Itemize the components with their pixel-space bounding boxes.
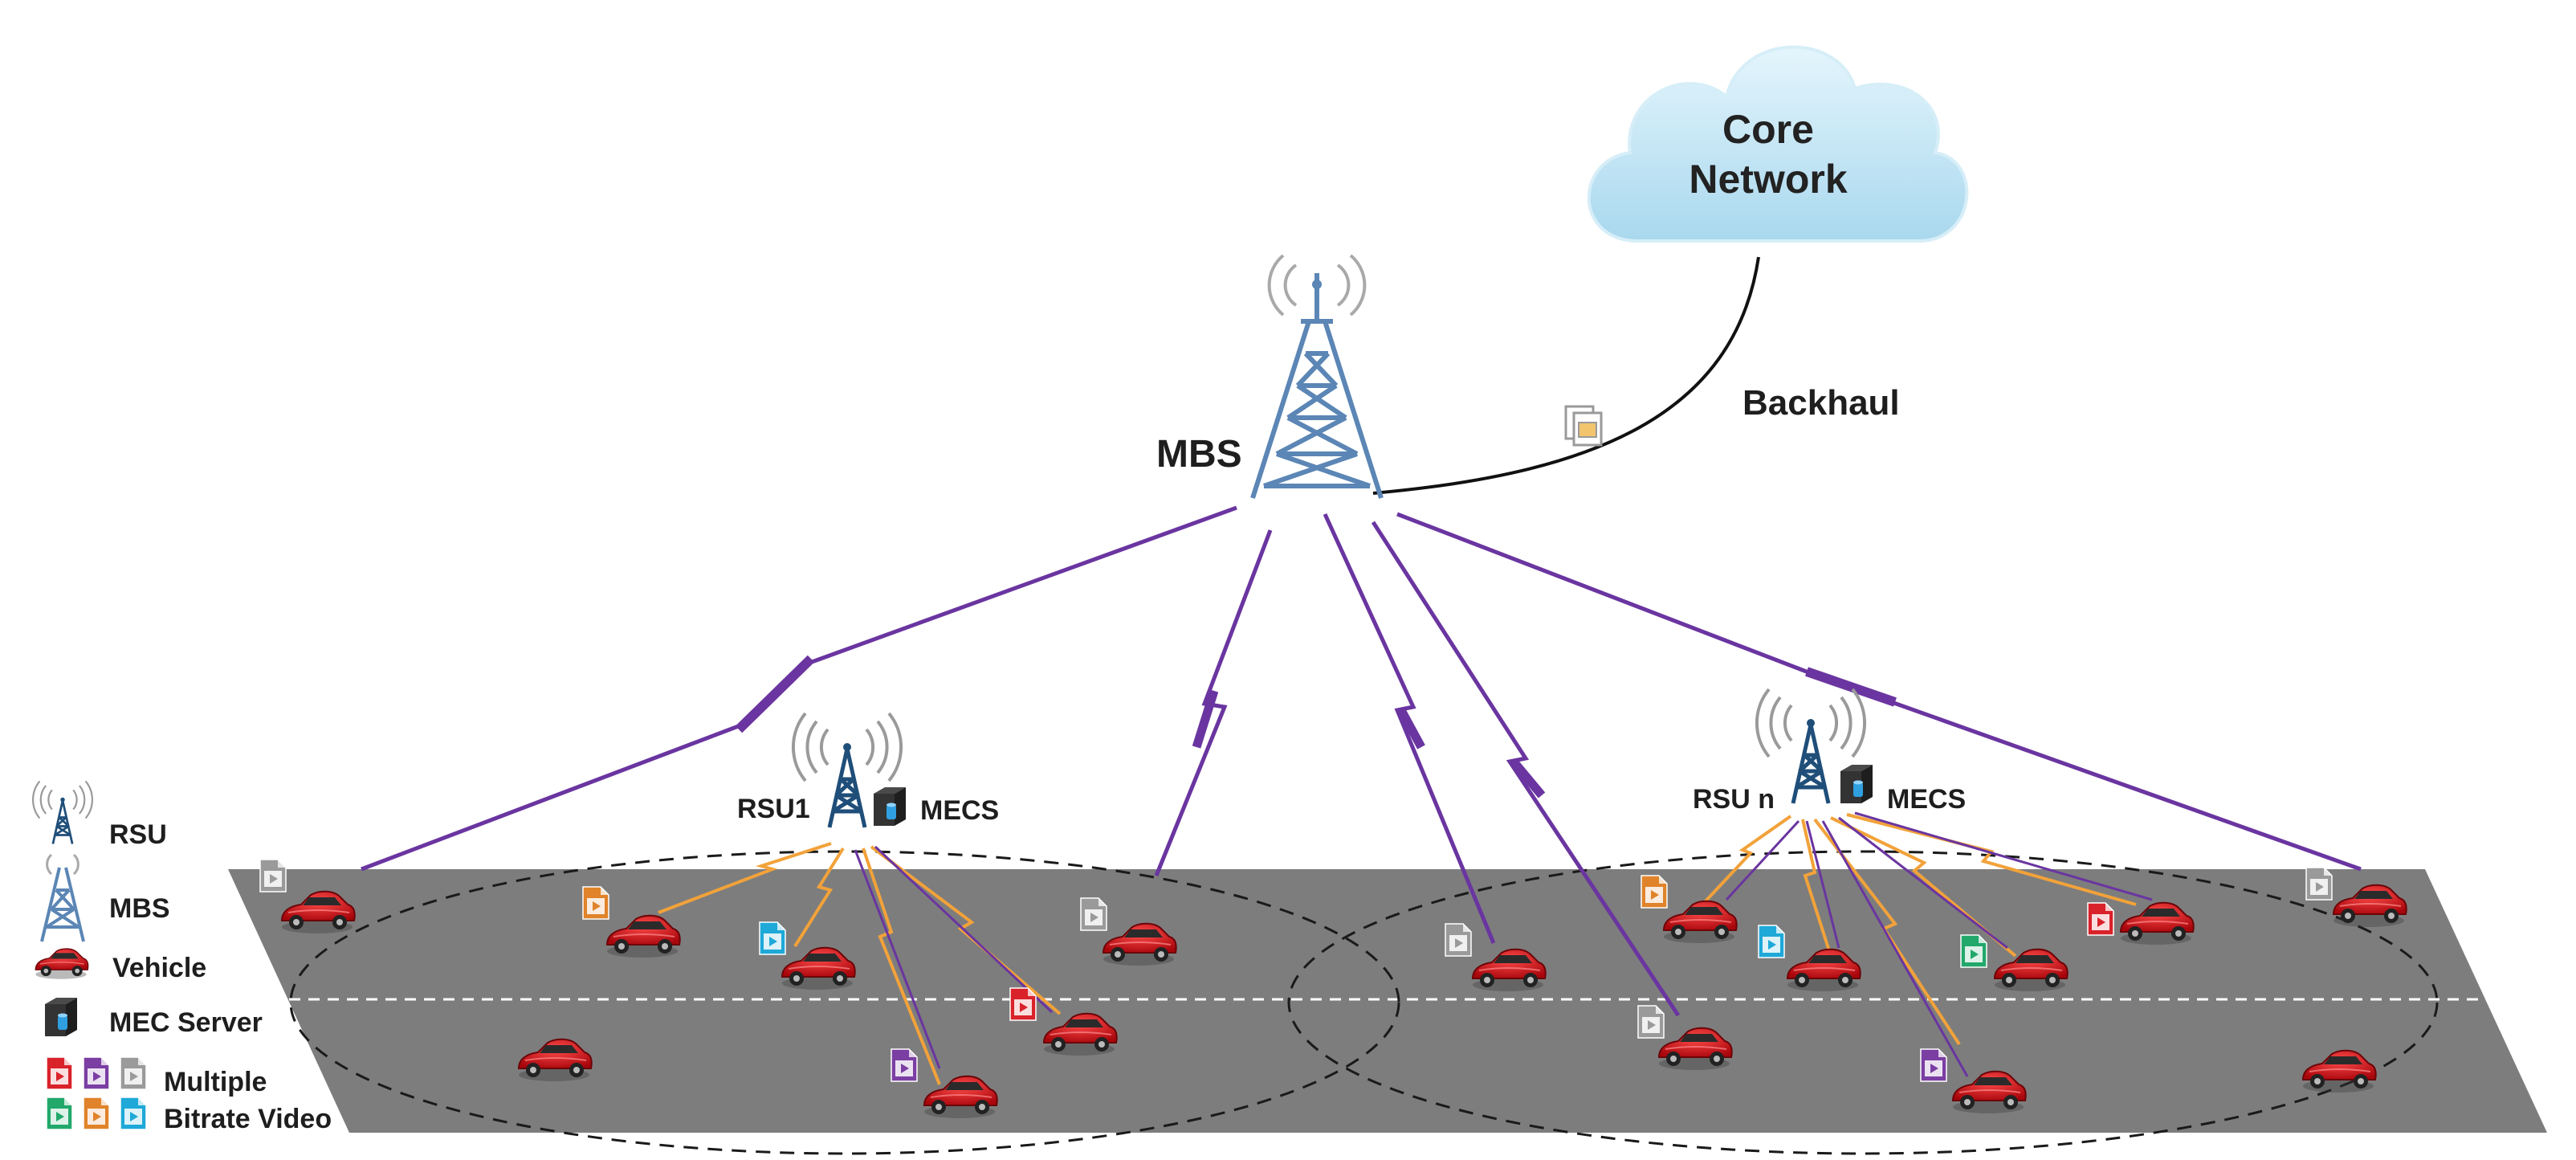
mbs-tower-icon	[1250, 254, 1384, 499]
legend-video-green-icon	[46, 1097, 73, 1130]
rsun-purple-links	[1725, 811, 2153, 1077]
video-file-icon	[1009, 987, 1037, 1021]
legend-video-red-icon	[46, 1056, 73, 1090]
video-file-icon	[1080, 897, 1107, 931]
rsu1-mec-server-icon	[874, 787, 906, 826]
legend-mec-server-icon	[45, 998, 77, 1036]
rsu1-purple-links	[854, 845, 1054, 1069]
legend-rsu-label: RSU	[109, 819, 167, 850]
rsu1-coverage-area	[289, 850, 1400, 1155]
video-file-icon	[891, 1048, 918, 1082]
legend-mbs-icon	[40, 853, 85, 942]
legend-mbs-label: MBS	[109, 893, 170, 924]
video-file-icon	[1641, 875, 1668, 909]
mbs-links	[361, 505, 2362, 1017]
rsu1-mecs-label: MECS	[920, 795, 1000, 826]
video-file-icon	[1445, 923, 1472, 957]
road	[228, 869, 2547, 1133]
video-file-icon	[2087, 902, 2114, 936]
backhaul-video-file-icon	[1564, 405, 1603, 447]
mbs-link-mid-bolt	[1397, 708, 1425, 750]
rsu1-label: RSU1	[737, 794, 810, 824]
rsun-label: RSU n	[1693, 784, 1775, 815]
video-file-icon	[582, 886, 609, 920]
video-file-icon	[1758, 925, 1785, 958]
video-file-icon	[759, 921, 786, 955]
rsun-mecs-label: MECS	[1887, 784, 1967, 815]
backhaul-label: Backhaul	[1742, 383, 1900, 423]
legend-video-cyan-icon	[120, 1097, 147, 1130]
legend-mec-server-label: MEC Server	[109, 1007, 263, 1038]
legend-video-label-line1: Multiple	[164, 1067, 267, 1097]
mbs-link-mid-right-bolt	[1510, 758, 1546, 799]
mbs-link-right-bolt	[1805, 667, 1897, 707]
mbs-link-left-vehicle-bolt	[735, 655, 815, 733]
video-file-icon	[259, 859, 287, 892]
backhaul-link	[1372, 256, 1760, 495]
legend-video-purple-icon	[83, 1056, 110, 1090]
mbs-link-mid-left-bolt	[1192, 689, 1219, 749]
core-network-label-line1: Core	[1722, 107, 1814, 152]
rsun-coverage-area	[1287, 850, 2439, 1155]
video-file-icon	[1960, 934, 1987, 968]
legend-video-file-icons	[46, 1056, 147, 1130]
video-file-icon	[1637, 1005, 1665, 1039]
legend-rsu-icon	[31, 780, 94, 845]
legend-video-label-line2: Bitrate Video	[164, 1104, 332, 1134]
cloud-icon	[1587, 45, 1969, 243]
rsun-links	[1701, 813, 2137, 1046]
legend-vehicle-icon	[35, 948, 89, 980]
legend-vehicle-label: Vehicle	[112, 953, 207, 983]
mbs-link-mid-left	[1154, 529, 1273, 876]
rsu1-links	[658, 842, 1062, 1085]
legend-video-orange-icon	[83, 1097, 110, 1130]
video-file-icon	[1920, 1048, 1947, 1082]
core-network-label-line2: Network	[1689, 157, 1848, 202]
legend-video-grey-icon	[120, 1056, 147, 1090]
rsun-mec-server-icon	[1840, 765, 1873, 803]
core-network-label: Core Network	[1600, 104, 1937, 204]
video-file-icon	[2305, 867, 2333, 901]
mbs-label: MBS	[1156, 433, 1242, 476]
